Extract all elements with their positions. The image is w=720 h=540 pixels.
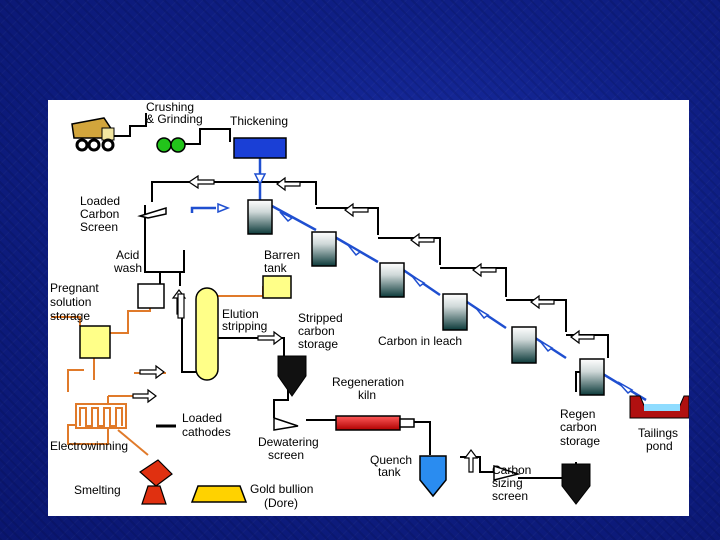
label-carbon-in-leach: Carbon in leach bbox=[378, 334, 462, 348]
label-regeneration: Regeneration bbox=[332, 375, 404, 389]
electrowinning-cell bbox=[75, 403, 127, 429]
smelting-furnace bbox=[139, 459, 173, 505]
label-quench: Quench bbox=[370, 453, 412, 467]
label-loaded-cathodes: Loaded bbox=[182, 411, 222, 425]
acid-wash-tank bbox=[137, 283, 165, 309]
label-sizing: sizing bbox=[492, 476, 523, 490]
pregnant-solution-tank bbox=[79, 325, 111, 359]
grinding-mill-icon bbox=[156, 137, 186, 153]
loaded-carbon-screen bbox=[137, 206, 167, 219]
label-dewatering: Dewatering bbox=[258, 435, 319, 449]
cil-tank-6 bbox=[579, 358, 605, 396]
quench-tank bbox=[419, 455, 447, 498]
acid-feed-stub bbox=[177, 293, 185, 319]
stripped-carbon-hopper bbox=[277, 355, 307, 397]
carbon-sizing-screen bbox=[493, 464, 521, 481]
label-sizing-screen: screen bbox=[492, 489, 528, 503]
gold-bullion bbox=[190, 485, 248, 503]
label-solution: solution bbox=[50, 295, 91, 309]
label-crushing: Crushing bbox=[146, 100, 194, 114]
label-pond: pond bbox=[646, 439, 673, 453]
haul-truck-icon bbox=[71, 117, 115, 152]
diagram-labels: Crushing & Grinding Thickening Loaded Ca… bbox=[50, 100, 678, 510]
cil-tank-1 bbox=[247, 199, 273, 235]
label-grinding: & Grinding bbox=[146, 112, 203, 126]
label-loaded-carbon-3: Screen bbox=[80, 220, 118, 234]
label-wash: wash bbox=[113, 261, 142, 275]
cil-tank-2 bbox=[311, 231, 337, 267]
label-acid: Acid bbox=[116, 248, 139, 262]
label-gold-bullion: Gold bullion bbox=[250, 482, 313, 496]
label-storage: storage bbox=[50, 309, 90, 323]
slurry-flow bbox=[190, 158, 647, 402]
diagram-panel: Crushing & Grinding Thickening Loaded Ca… bbox=[48, 100, 690, 516]
label-smelting: Smelting bbox=[74, 483, 121, 497]
cil-tank-3 bbox=[379, 262, 405, 298]
carbon-return-arrows bbox=[132, 174, 595, 473]
label-regen-storage: storage bbox=[560, 434, 600, 448]
label-loaded-carbon-2: Carbon bbox=[80, 207, 119, 221]
tailings-pond bbox=[629, 395, 690, 419]
label-sizing-carbon: Carbon bbox=[492, 463, 531, 477]
regeneration-kiln bbox=[335, 415, 415, 431]
process-flow-diagram: Crushing & Grinding Thickening Loaded Ca… bbox=[50, 100, 690, 510]
label-cathodes: cathodes bbox=[182, 425, 231, 439]
label-stripped: Stripped bbox=[298, 311, 343, 325]
label-regen-carbon: carbon bbox=[560, 420, 597, 434]
elution-column bbox=[195, 287, 219, 381]
label-regen: Regen bbox=[560, 407, 595, 421]
label-stripping: stripping bbox=[222, 319, 267, 333]
label-kiln: kiln bbox=[358, 388, 376, 402]
label-thickening: Thickening bbox=[230, 114, 288, 128]
thickener-tank bbox=[233, 137, 287, 159]
label-tailings: Tailings bbox=[638, 426, 678, 440]
label-pregnant: Pregnant bbox=[50, 281, 99, 295]
label-dore: (Dore) bbox=[264, 496, 298, 510]
barren-tank bbox=[262, 275, 292, 299]
label-dewatering-screen: screen bbox=[268, 448, 304, 462]
label-elution: Elution bbox=[222, 307, 259, 321]
label-tank: tank bbox=[264, 261, 288, 275]
label-electrowinning: Electrowinning bbox=[50, 439, 128, 453]
label-stripped-storage: storage bbox=[298, 337, 338, 351]
label-stripped-carbon: carbon bbox=[298, 324, 335, 338]
label-loaded-carbon: Loaded bbox=[80, 194, 120, 208]
cil-tank-5 bbox=[511, 326, 537, 364]
slurry-flow-arrows bbox=[217, 173, 634, 395]
cil-tank-4 bbox=[442, 293, 468, 331]
label-barren: Barren bbox=[264, 248, 300, 262]
regen-carbon-hopper bbox=[561, 463, 591, 505]
label-quench-tank: tank bbox=[378, 465, 402, 479]
dewatering-screen bbox=[273, 416, 299, 431]
cil-tanks bbox=[247, 199, 605, 396]
